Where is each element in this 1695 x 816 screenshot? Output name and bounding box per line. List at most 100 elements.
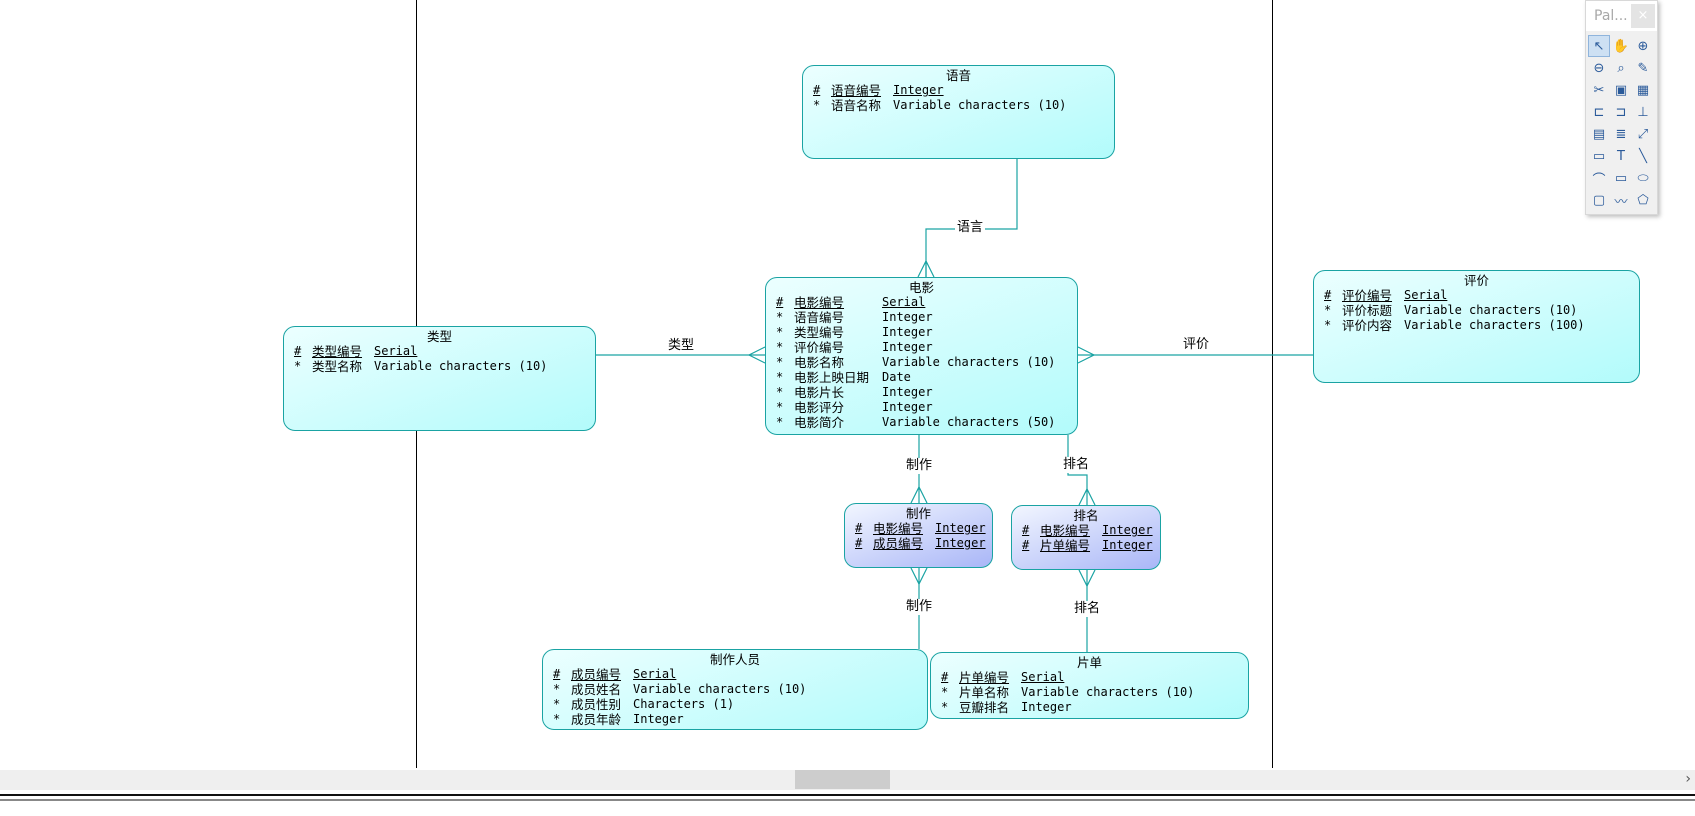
attribute-type: Serial — [1021, 670, 1065, 684]
relationship-label-language[interactable]: 语言 — [955, 220, 986, 236]
attribute-type: Integer — [893, 83, 944, 97]
relationship-label-genre[interactable]: 类型 — [666, 338, 697, 354]
cut-tool-icon[interactable]: ✂ — [1593, 82, 1605, 98]
title-tool-icon[interactable]: ▭ — [1592, 148, 1606, 164]
attribute-name: 电影简介 — [794, 415, 845, 430]
file-tool-icon[interactable]: ▤ — [1592, 126, 1606, 142]
attribute-type: Characters (1) — [633, 697, 735, 711]
relationship-label-ranking-top[interactable]: 排名 — [1061, 457, 1092, 473]
attribute-name: 类型编号 — [312, 344, 363, 359]
polyline-tool-icon[interactable]: 〰 — [1614, 194, 1628, 210]
arc-tool-icon[interactable]: ⌒ — [1592, 172, 1606, 188]
zoom-out-tool-icon[interactable]: ⊖ — [1593, 60, 1605, 76]
mandatory-marker: * — [776, 355, 784, 369]
attribute-name: 电影名称 — [794, 355, 845, 370]
attribute-type: Variable characters (100) — [1404, 318, 1585, 332]
attribute-name: 电影上映日期 — [794, 370, 870, 385]
attribute-name: 电影评分 — [794, 400, 845, 415]
horizontal-scrollbar[interactable]: › — [0, 770, 1695, 790]
crowfoot-language — [917, 259, 935, 278]
primary-key-marker: # — [855, 536, 863, 550]
attribute-name: 片单编号 — [959, 670, 1010, 685]
relationship-label-production-top[interactable]: 制作 — [904, 458, 935, 474]
zoom-in-tool-icon[interactable]: ⊕ — [1637, 38, 1649, 54]
attribute-name: 电影编号 — [794, 295, 845, 310]
note-tool-icon[interactable]: ≣ — [1615, 126, 1627, 142]
rounded-rectangle-tool-icon[interactable]: ▢ — [1592, 192, 1606, 208]
entity-title: 片单 — [1076, 655, 1102, 670]
ellipse-tool-icon[interactable]: ⬭ — [1637, 170, 1649, 186]
attribute-type: Serial — [374, 344, 418, 358]
entity-title: 排名 — [1073, 508, 1099, 523]
close-icon[interactable]: × — [1631, 4, 1655, 28]
primary-key-marker: # — [813, 83, 821, 97]
text-tool-icon[interactable]: T — [1617, 148, 1625, 164]
mandatory-marker: * — [776, 340, 784, 354]
relationship-label-production-bottom[interactable]: 制作 — [904, 599, 935, 615]
mandatory-marker: * — [553, 682, 561, 696]
crowfoot-ranking-bottom — [1078, 569, 1096, 588]
scrollbar-thumb[interactable] — [795, 770, 890, 789]
primary-key-marker: # — [855, 521, 863, 535]
package-tool-icon[interactable]: ▣ — [1614, 82, 1628, 98]
attribute-name: 豆瓣排名 — [959, 700, 1010, 715]
entity-title: 制作人员 — [709, 652, 760, 667]
link-tool-icon[interactable]: ⤢ — [1637, 126, 1649, 142]
association-tool-icon[interactable]: ⊐ — [1615, 104, 1627, 120]
zoom-fit-tool-icon[interactable]: ⌕ — [1617, 60, 1625, 76]
entity-title: 语音 — [945, 68, 971, 83]
entity-tool-icon[interactable]: ▦ — [1636, 82, 1650, 98]
properties-tool-icon[interactable]: ✎ — [1637, 60, 1649, 76]
scroll-right-icon[interactable]: › — [1685, 771, 1691, 787]
attribute-name: 成员姓名 — [571, 682, 622, 697]
entity-title: 电影 — [908, 280, 934, 295]
inheritance-tool-icon[interactable]: ⊥ — [1637, 104, 1649, 120]
pointer-tool-icon[interactable]: ↖ — [1588, 35, 1610, 57]
line-tool-icon[interactable]: ╲ — [1639, 148, 1647, 164]
crowfoot-production-top — [910, 485, 928, 504]
relationship-label-review[interactable]: 评价 — [1181, 337, 1212, 353]
relationship-label-ranking-bottom[interactable]: 排名 — [1072, 601, 1103, 617]
hand-tool-icon[interactable]: ✋ — [1612, 38, 1630, 54]
attribute-name: 评价编号 — [794, 340, 845, 355]
relationship-tool-icon[interactable]: ⊏ — [1593, 104, 1605, 120]
rectangle-tool-icon[interactable]: ▭ — [1614, 170, 1628, 186]
polygon-tool-icon[interactable]: ⬠ — [1637, 192, 1649, 208]
